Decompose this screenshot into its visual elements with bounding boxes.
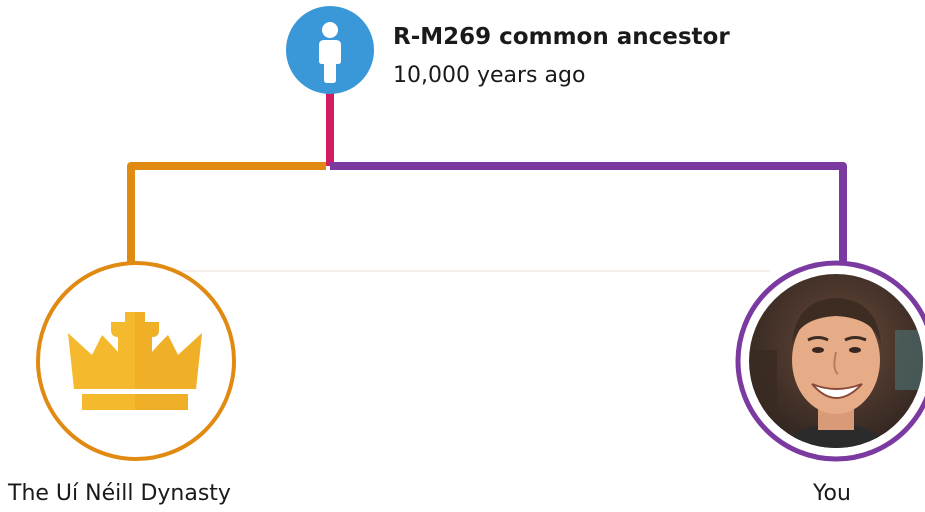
- left-node-label: The Uí Néill Dynasty: [8, 481, 231, 506]
- right-branch: [330, 166, 843, 268]
- right-node[interactable]: [738, 263, 925, 470]
- right-node-label: You: [813, 481, 851, 506]
- left-node[interactable]: [38, 263, 234, 459]
- ancestor-age: 10,000 years ago: [393, 63, 585, 88]
- ancestor-title: R-M269 common ancestor: [393, 24, 730, 50]
- ancestor-node[interactable]: [286, 6, 374, 94]
- left-branch: [131, 166, 326, 268]
